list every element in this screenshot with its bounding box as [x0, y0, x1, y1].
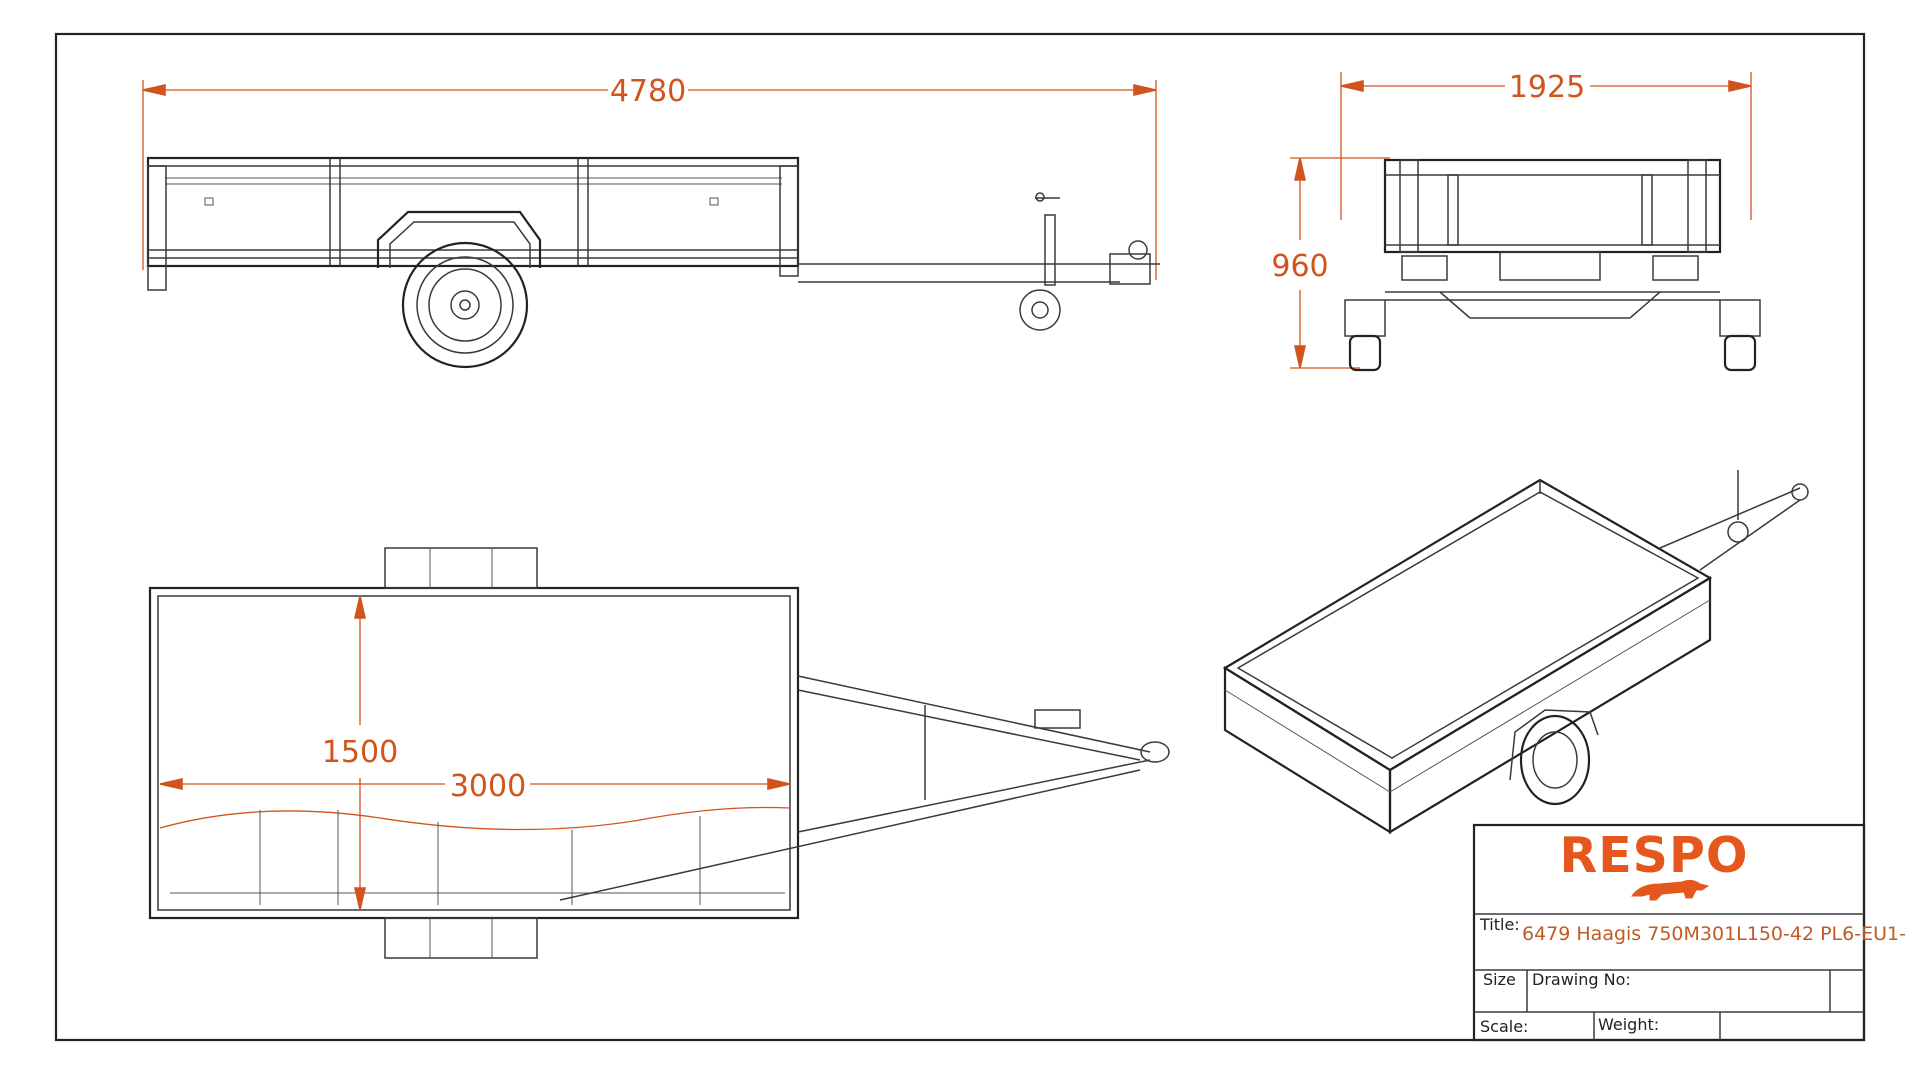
drawing-no-label: Drawing No: — [1532, 970, 1631, 989]
dimension-height: 960 — [1271, 157, 1390, 369]
dimension-label-height: 960 — [1271, 249, 1328, 284]
rear-view: 1925 960 — [1271, 70, 1761, 372]
dimension-label-length: 4780 — [610, 74, 686, 109]
scale-label: Scale: — [1480, 1017, 1528, 1036]
size-label: Size — [1483, 970, 1516, 989]
dimension-overall-width: 1925 — [1340, 70, 1752, 220]
dimension-bed-length: 3000 — [159, 769, 791, 804]
drawing-border — [54, 32, 1866, 1042]
dimension-label-bed-width: 1500 — [322, 735, 398, 770]
weight-label: Weight: — [1598, 1015, 1659, 1034]
title-label: Title: — [1479, 915, 1520, 934]
dimension-overall-length: 4780 — [142, 74, 1157, 280]
company-logo: RESPO — [1559, 827, 1748, 884]
top-view: 1500 3000 — [148, 547, 1170, 959]
bull-logo-icon — [1631, 879, 1710, 901]
title-block: RESPO Title: 6479 Haagis 750M301L150-42 … — [1472, 823, 1906, 1042]
title-value: 6479 Haagis 750M301L150-42 PL6-EU1- — [1522, 923, 1906, 945]
dimension-label-width: 1925 — [1509, 70, 1585, 105]
side-view: 4780 — [142, 74, 1160, 369]
dimension-bed-width: 1500 — [322, 595, 398, 911]
dimension-label-bed-length: 3000 — [450, 769, 526, 804]
isometric-view — [1222, 470, 1809, 834]
